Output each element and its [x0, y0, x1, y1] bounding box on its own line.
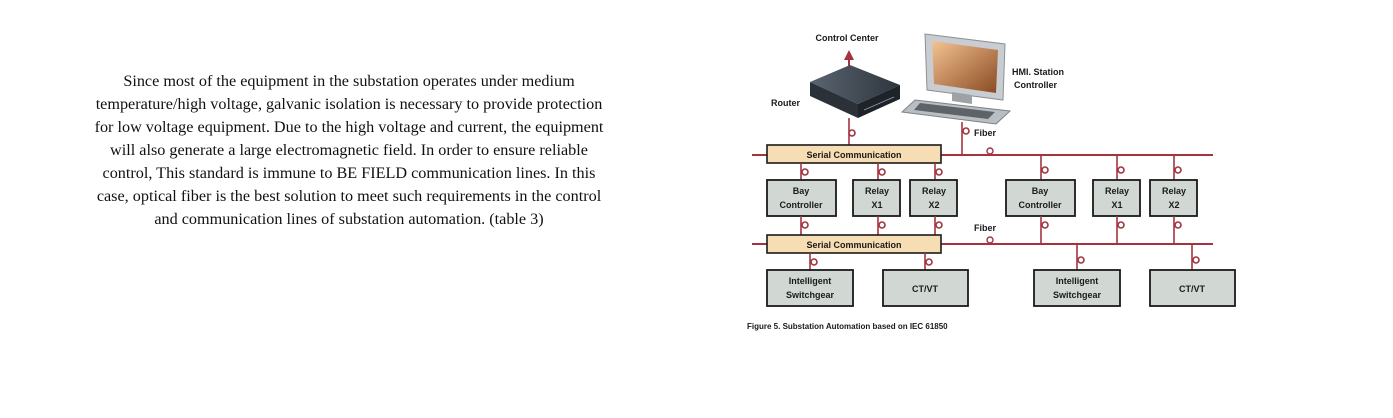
relay-x1-left: Relay X1: [852, 179, 901, 217]
intelligent-switchgear-right: Intelligent Switchgear: [1033, 269, 1121, 307]
middle-drop-connectors: [800, 216, 1182, 244]
svg-text:Bay: Bay: [1032, 186, 1049, 196]
hmi-fiber-connector: [961, 122, 970, 155]
svg-text:X1: X1: [871, 200, 882, 210]
serial-communication-box-lower: [766, 234, 942, 254]
svg-text:Controller: Controller: [1018, 200, 1061, 210]
bay-controller-left: Bay Controller: [766, 179, 837, 217]
svg-text:Relay: Relay: [1162, 186, 1186, 196]
svg-text:Switchgear: Switchgear: [1053, 290, 1102, 300]
svg-text:Relay: Relay: [865, 186, 889, 196]
hmi-label-line2: Controller: [1014, 80, 1057, 90]
svg-text:CT/VT: CT/VT: [912, 284, 939, 294]
upper-drop-connectors: [800, 155, 1182, 180]
svg-text:X1: X1: [1111, 200, 1122, 210]
serial-communication-box-upper: [766, 144, 942, 164]
figure-caption: Figure 5. Substation Automation based on…: [747, 322, 948, 331]
svg-text:Bay: Bay: [793, 186, 810, 196]
svg-text:CT/VT: CT/VT: [1179, 284, 1206, 294]
hmi-label-line1: HMI. Station: [1012, 67, 1064, 77]
relay-x1-right: Relay X1: [1092, 179, 1141, 217]
svg-text:Intelligent: Intelligent: [789, 276, 832, 286]
description-paragraph: Since most of the equipment in the subst…: [94, 72, 604, 228]
serial-communication-label-upper: Serial Communication: [806, 150, 901, 160]
router-icon: [810, 65, 900, 118]
router-connector: [848, 118, 856, 145]
hmi-computer-icon: [900, 33, 1012, 125]
bay-controller-right: Bay Controller: [1005, 179, 1076, 217]
svg-text:Controller: Controller: [779, 200, 822, 210]
intelligent-switchgear-left: Intelligent Switchgear: [766, 269, 854, 307]
ct-vt-left: CT/VT: [882, 269, 969, 307]
lower-drop-connectors: [809, 244, 1200, 270]
upper-fiber-node: [986, 147, 994, 155]
serial-communication-label-lower: Serial Communication: [806, 240, 901, 250]
svg-text:X2: X2: [1168, 200, 1179, 210]
svg-text:Relay: Relay: [922, 186, 946, 196]
ct-vt-right: CT/VT: [1149, 269, 1236, 307]
fiber-label-upper: Fiber: [974, 128, 997, 138]
svg-text:X2: X2: [928, 200, 939, 210]
relay-x2-right: Relay X2: [1149, 179, 1198, 217]
lower-fiber-node: [986, 236, 994, 244]
control-center-label: Control Center: [816, 33, 879, 43]
svg-text:Intelligent: Intelligent: [1056, 276, 1099, 286]
svg-text:Switchgear: Switchgear: [786, 290, 835, 300]
router-label: Router: [771, 98, 800, 108]
svg-text:Relay: Relay: [1105, 186, 1129, 196]
fiber-label-lower: Fiber: [974, 223, 997, 233]
relay-x2-left: Relay X2: [909, 179, 958, 217]
